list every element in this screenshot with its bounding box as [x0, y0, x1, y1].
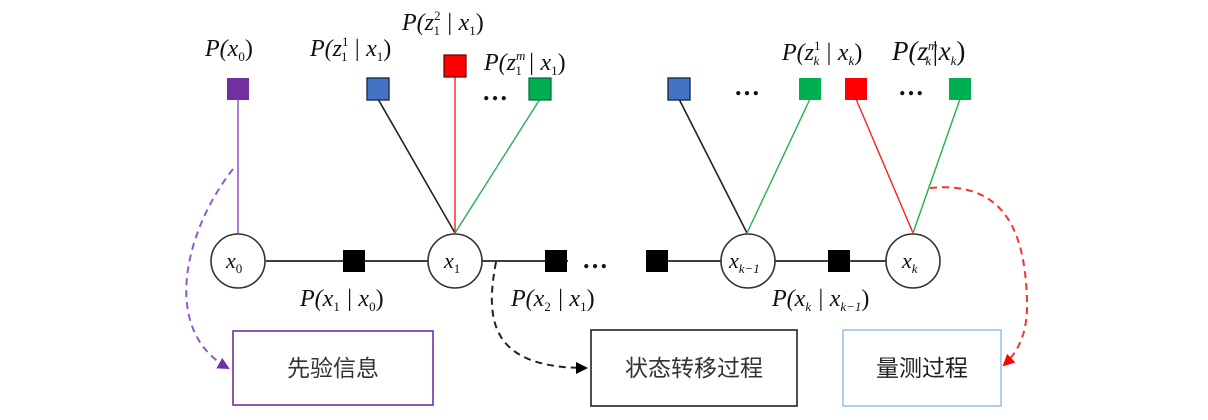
measurement-factors — [227, 54, 971, 101]
factor-zk-blue — [667, 77, 691, 101]
factor-zk-red — [845, 78, 867, 100]
prior-info-box: 先验信息 — [232, 330, 434, 406]
transition-factor-k-1 — [646, 250, 668, 272]
factor-z1-2 — [443, 54, 467, 78]
label-prior: P(x0) — [204, 36, 253, 64]
transition-factors — [343, 250, 850, 272]
edge-zkm-xk — [912, 98, 961, 234]
state-node-xk-1: xk−1 — [720, 233, 776, 289]
svg-text:x1: x1 — [443, 248, 460, 276]
factor-zk-m — [949, 78, 971, 100]
svg-text:xk: xk — [901, 248, 918, 276]
edge-z11-x1 — [377, 98, 456, 234]
factor-z1-1 — [366, 77, 390, 101]
edge-zk-blue-xk1 — [678, 98, 748, 234]
measurement-dashed-arrow — [929, 186, 1029, 367]
measurement-edges — [237, 76, 961, 235]
ellipsis-z1: … — [482, 77, 508, 106]
transition-factor-k — [828, 250, 850, 272]
prior-dashed-arrow — [185, 168, 234, 369]
edge-z1m-x1 — [454, 98, 541, 234]
svg-text:x0: x0 — [225, 248, 242, 276]
transition-factor-2 — [545, 250, 567, 272]
factor-zk-1 — [799, 78, 821, 100]
label-transition-1: P(x1 | x0) — [299, 286, 384, 314]
svg-text:xk−1: xk−1 — [728, 248, 760, 276]
state-node-x1: x1 — [427, 233, 483, 289]
transition-factor-1 — [343, 250, 365, 272]
prior-factor-square — [227, 78, 249, 100]
ellipsis-zk-left: … — [734, 72, 760, 101]
edge-zk1-xk1 — [746, 98, 811, 234]
measurement-label: 量测过程 — [876, 356, 968, 382]
factor-z1-m — [528, 77, 552, 101]
state-transition-label: 状态转移过程 — [625, 356, 763, 382]
measurement-box: 量测过程 — [842, 329, 1002, 407]
state-transition-box: 状态转移过程 — [590, 329, 798, 407]
prior-info-label: 先验信息 — [287, 356, 379, 382]
ellipsis-zk-right: … — [898, 72, 924, 101]
transition-dashed-arrow — [490, 261, 588, 374]
state-node-xk: xk — [885, 233, 941, 289]
state-node-x0: x0 — [210, 233, 266, 289]
ellipsis-chain: … — [582, 245, 608, 274]
label-transition-2: P(x2 | x1) — [510, 286, 595, 314]
label-transition-k: P(xk | xk−1) — [771, 286, 869, 314]
edge-zk-red-xk — [855, 98, 914, 234]
